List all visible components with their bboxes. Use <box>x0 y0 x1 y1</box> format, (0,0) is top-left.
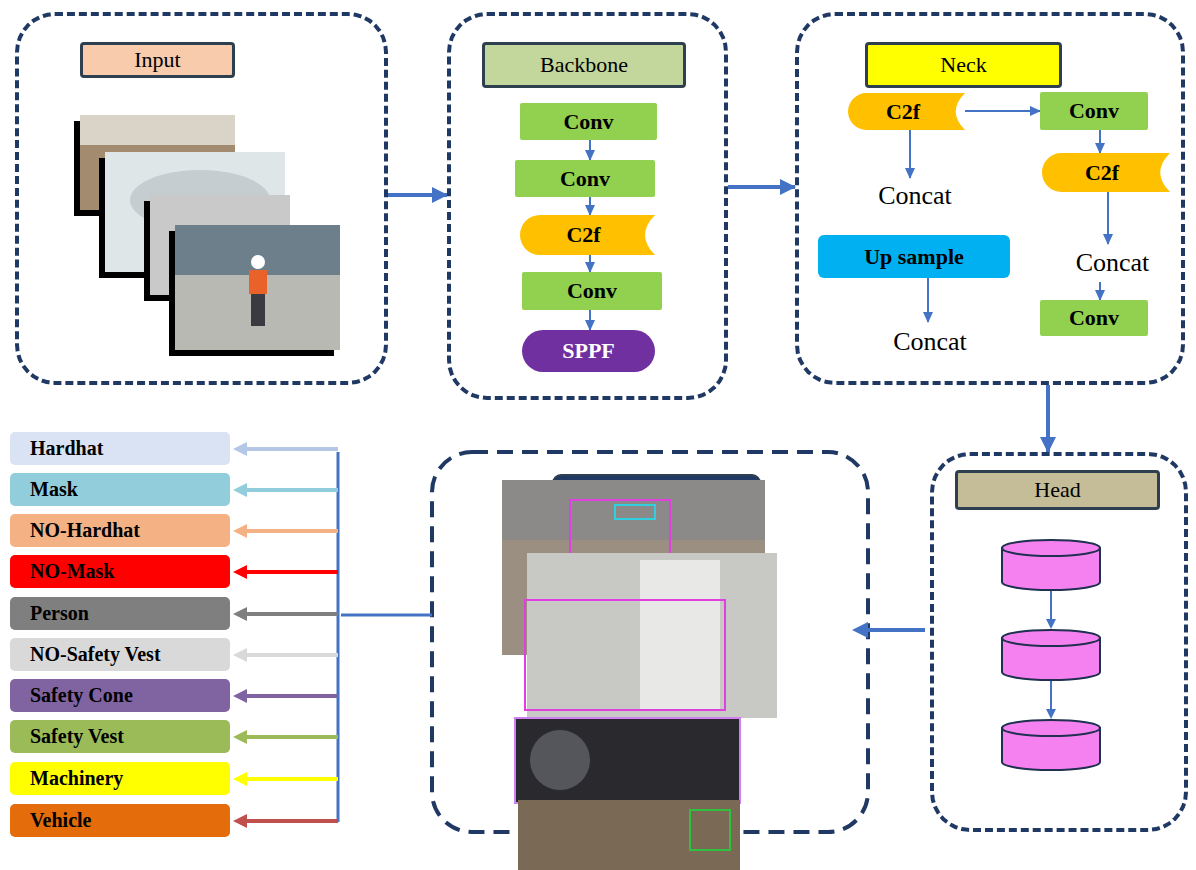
class-box: Person <box>10 597 230 630</box>
concat-label: Concat <box>875 322 985 362</box>
class-box: NO-Safety Vest <box>10 638 230 671</box>
block-label: C2f <box>886 99 920 125</box>
panel-header: Head <box>955 470 1160 510</box>
head-layers <box>1002 540 1100 770</box>
flow-connector <box>927 278 929 322</box>
block-label: C2f <box>566 222 600 248</box>
class-label: NO-Mask <box>30 560 114 583</box>
class-box: Safety Vest <box>10 720 230 753</box>
stage-panel: NeckC2fConcatUp sampleConcatConvC2fConca… <box>795 12 1185 385</box>
panel-header: Neck <box>865 42 1062 88</box>
stage-panel: Head <box>930 452 1188 832</box>
flow-connector <box>1099 130 1101 153</box>
class-label: Safety Vest <box>30 725 124 748</box>
panel-header: Backbone <box>482 42 686 88</box>
panel-title: Head <box>1034 477 1080 503</box>
c2f-outline <box>1042 153 1170 192</box>
panel-header: Input <box>80 42 235 78</box>
class-box: Hardhat <box>10 432 230 465</box>
class-label: Machinery <box>30 767 123 790</box>
flow-connector <box>965 110 1040 112</box>
class-label: Mask <box>30 478 78 501</box>
class-box: Machinery <box>10 762 230 795</box>
flow-connector <box>388 193 447 197</box>
panel-title: Backbone <box>540 52 628 78</box>
concat-label: Concat <box>1055 244 1170 282</box>
c2f-block: C2f <box>848 93 965 130</box>
stage-panel: BackboneConvConvC2fConvSPPF <box>447 12 728 400</box>
block-label: Conv <box>560 166 610 192</box>
class-label: NO-Hardhat <box>30 519 140 542</box>
class-label: Safety Cone <box>30 684 133 707</box>
block-label: Concat <box>878 181 952 211</box>
flow-connector <box>728 185 795 189</box>
block-label: Up sample <box>864 244 964 270</box>
conv-block: Conv <box>1040 300 1148 336</box>
flow-connector <box>589 310 591 330</box>
flow-connector <box>589 140 591 160</box>
block-label: Conv <box>1069 98 1119 124</box>
input-images <box>74 115 340 356</box>
flow-connector <box>1046 385 1050 452</box>
flow-connector <box>589 197 591 215</box>
block-label: Concat <box>1076 248 1150 278</box>
flow-connector <box>909 130 911 178</box>
class-label: Hardhat <box>30 437 103 460</box>
class-arrows <box>233 442 338 828</box>
class-box: Vehicle <box>10 804 230 837</box>
flow-arrows <box>338 452 1056 822</box>
class-box: NO-Hardhat <box>10 514 230 547</box>
concat-label: Concat <box>860 178 970 214</box>
conv-block: Conv <box>520 103 657 140</box>
upsample-block: Up sample <box>818 235 1010 278</box>
conv-block: Conv <box>1040 92 1148 130</box>
output-images <box>502 480 777 870</box>
conv-block: Conv <box>522 272 662 310</box>
class-box: NO-Mask <box>10 555 230 588</box>
class-label: NO-Safety Vest <box>30 643 161 666</box>
flow-connector <box>1099 282 1101 300</box>
sppf-block: SPPF <box>522 330 655 372</box>
block-label: Conv <box>567 278 617 304</box>
block-label: Conv <box>563 109 613 135</box>
c2f-outline <box>848 93 965 130</box>
class-box: Mask <box>10 473 230 506</box>
flow-connector <box>589 255 591 272</box>
conv-block: Conv <box>515 160 655 197</box>
output-panel <box>432 452 868 832</box>
block-label: Conv <box>1069 305 1119 331</box>
c2f-outline <box>520 215 655 255</box>
c2f-block: C2f <box>1042 153 1170 192</box>
panel-title: Input <box>134 47 180 73</box>
block-label: SPPF <box>562 338 615 364</box>
stage-panel: Input <box>15 12 388 385</box>
block-label: C2f <box>1085 160 1119 186</box>
class-label: Vehicle <box>30 809 91 832</box>
block-label: Concat <box>893 327 967 357</box>
class-label: Person <box>30 602 89 625</box>
class-box: Safety Cone <box>10 679 230 712</box>
c2f-block: C2f <box>520 215 655 255</box>
flow-connector <box>1107 192 1109 244</box>
panel-title: Neck <box>940 52 986 78</box>
